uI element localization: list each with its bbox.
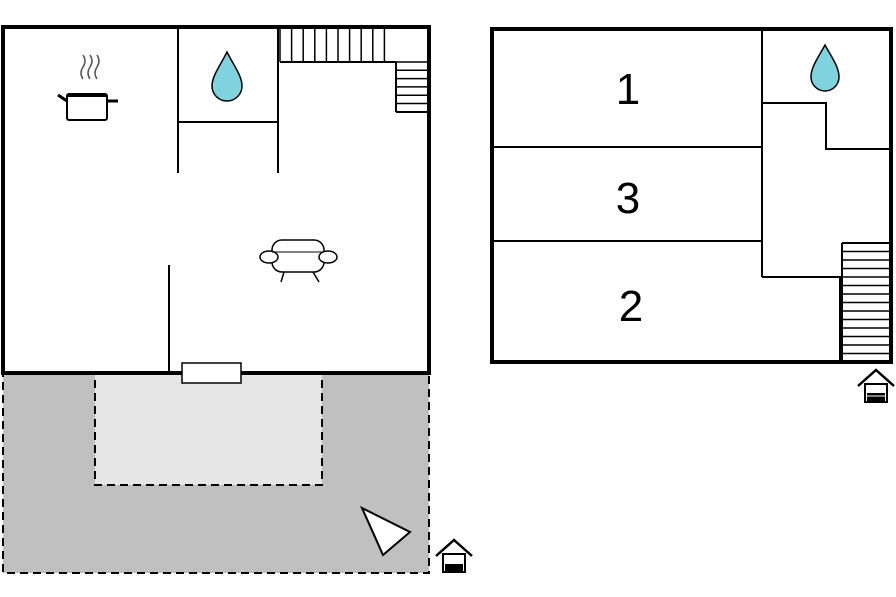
- sofa-icon: [259, 239, 338, 283]
- upper-floor: 1 3 2: [490, 27, 895, 403]
- water-drop-icon: [211, 50, 243, 102]
- staircase-icon: [841, 242, 891, 363]
- inner-terrace: [94, 372, 323, 486]
- room-label-3: 3: [616, 174, 640, 223]
- entrance-door: [181, 362, 242, 384]
- wall: [762, 276, 841, 362]
- upper-floor-outline: [490, 27, 893, 364]
- entrance-house-icon: [435, 538, 473, 573]
- wall: [762, 102, 891, 150]
- water-drop-icon: [810, 43, 840, 92]
- north-arrow-icon: [359, 505, 412, 557]
- room-label-2: 2: [619, 282, 643, 331]
- entrance-house-icon: [857, 368, 895, 403]
- kitchen-pot-icon: [57, 54, 118, 121]
- room-label-1: 1: [616, 65, 640, 114]
- ground-floor: [1, 25, 473, 574]
- staircase-icon: [279, 27, 429, 113]
